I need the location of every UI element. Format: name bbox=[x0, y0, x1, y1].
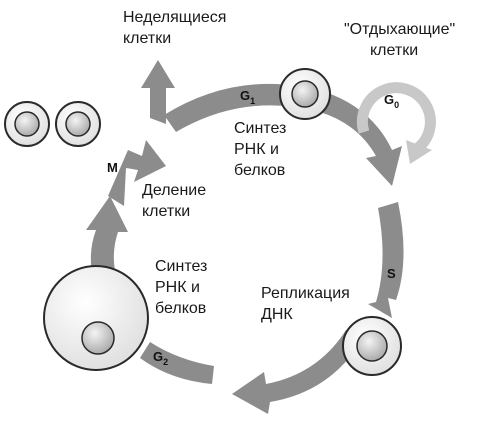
g2-band bbox=[140, 342, 214, 384]
label-replication: Репликация ДНК bbox=[261, 285, 354, 323]
label-division: Деление клетки bbox=[142, 182, 211, 220]
phase-s: S bbox=[387, 266, 396, 281]
nondividing-arrow bbox=[141, 60, 175, 124]
s-cell bbox=[342, 316, 402, 376]
s-arrow bbox=[368, 202, 404, 318]
g2-arrow bbox=[232, 330, 362, 414]
g0-loop bbox=[356, 82, 436, 164]
g1-arrow bbox=[164, 83, 402, 186]
daughter-cell-1 bbox=[4, 101, 50, 147]
m-arrow bbox=[108, 140, 166, 206]
label-resting: "Отдыхающие" клетки bbox=[344, 21, 460, 59]
label-nondividing: Неделящиеся клетки bbox=[123, 9, 231, 47]
label-synthesis-g1: Синтез РНК и белков bbox=[234, 120, 291, 179]
g2-cell bbox=[43, 265, 149, 371]
phase-g1: G1 bbox=[240, 88, 255, 106]
daughter-cell-2 bbox=[55, 101, 101, 147]
label-synthesis-g2: Синтез РНК и белков bbox=[155, 258, 212, 317]
g0-arrow bbox=[356, 82, 436, 153]
g1-cell bbox=[279, 68, 331, 120]
phase-g2: G2 bbox=[153, 349, 168, 367]
phase-m: M bbox=[107, 160, 118, 175]
cells bbox=[4, 68, 402, 376]
phase-g0: G0 bbox=[384, 92, 399, 110]
